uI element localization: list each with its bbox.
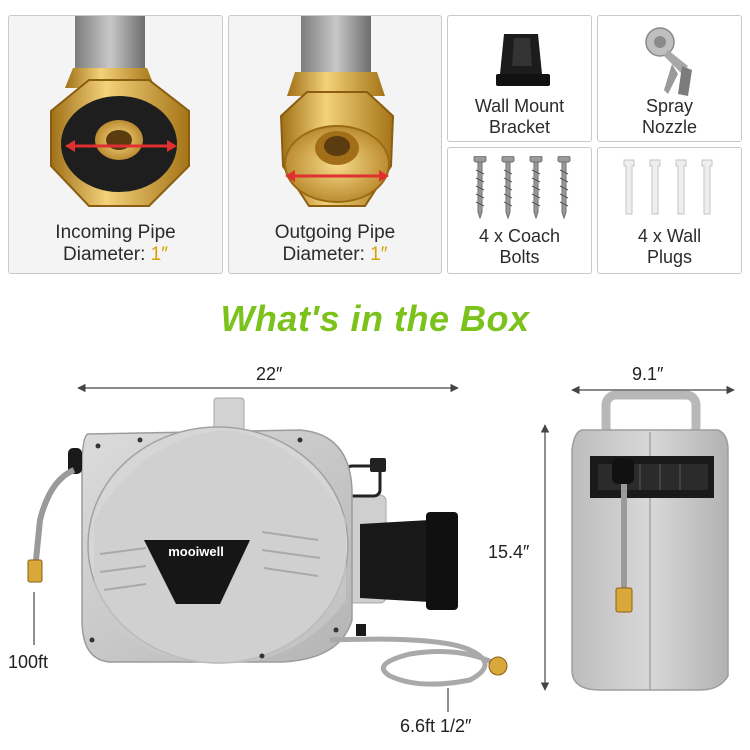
coach-bolts-icon bbox=[473, 156, 571, 220]
card-incoming-pipe: Incoming Pipe Diameter: 1″ bbox=[8, 15, 223, 274]
incoming-pipe-fitting-image bbox=[50, 16, 190, 207]
whats-in-the-box-heading: What's in the Box bbox=[220, 298, 530, 339]
card-outgoing-pipe: Outgoing Pipe Diameter: 1″ bbox=[228, 15, 442, 274]
wall-plugs-icon bbox=[623, 159, 713, 215]
card-wall-mount-bracket: Wall Mount Bracket bbox=[447, 15, 592, 142]
incoming-pipe-caption: Incoming Pipe Diameter: 1″ bbox=[55, 222, 176, 265]
lead-hose-label: 6.6ft 1/2″ bbox=[400, 716, 472, 736]
card-spray-nozzle: Spray Nozzle bbox=[597, 15, 742, 142]
depth-dimension-label: 9.1″ bbox=[632, 364, 664, 384]
coach-bolts-caption: 4 x Coach Bolts bbox=[478, 226, 561, 267]
brand-badge bbox=[144, 540, 250, 604]
outgoing-pipe-fitting-image bbox=[279, 16, 395, 207]
hose-length-label: 100ft bbox=[8, 652, 49, 672]
wall-mount-bracket-caption: Wall Mount Bracket bbox=[474, 96, 565, 137]
outgoing-pipe-caption: Outgoing Pipe Diameter: 1″ bbox=[274, 222, 396, 265]
spray-nozzle-caption: Spray Nozzle bbox=[641, 96, 698, 137]
card-coach-bolts: 4 x Coach Bolts bbox=[447, 147, 592, 274]
wall-mount-bracket-icon bbox=[496, 34, 550, 86]
spray-nozzle-icon bbox=[645, 27, 692, 96]
width-dimension-label: 22″ bbox=[256, 364, 283, 384]
height-dimension-label: 15.4″ bbox=[488, 542, 530, 562]
brand-logo-text: mooiwell bbox=[168, 544, 224, 559]
card-wall-plugs: 4 x Wall Plugs bbox=[597, 147, 742, 274]
wall-plugs-caption: 4 x Wall Plugs bbox=[637, 226, 702, 267]
